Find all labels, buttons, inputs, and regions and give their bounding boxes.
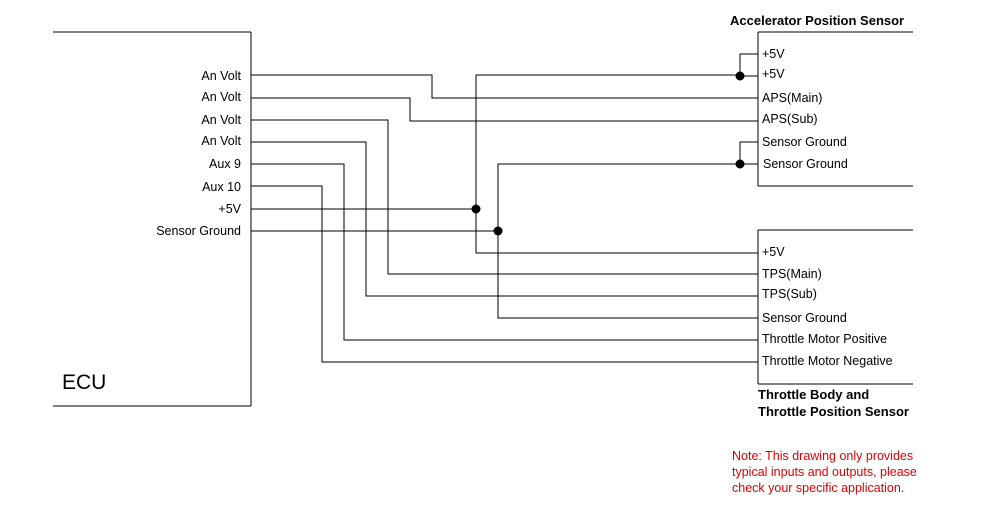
- aps-pin-5v-1: +5V: [762, 47, 785, 61]
- tps-pin-ground: Sensor Ground: [762, 311, 847, 325]
- aps-pin-5v-2: +5V: [762, 67, 785, 81]
- wire-motor-negative: [251, 185, 758, 363]
- tps-pin-motor-positive: Throttle Motor Positive: [762, 332, 887, 346]
- wire-aps-main: [251, 74, 758, 99]
- ecu-pin-5v: +5V: [218, 202, 241, 216]
- wire-5v-bus: [475, 74, 758, 254]
- ecu-pin-sensor-ground: Sensor Ground: [156, 224, 241, 238]
- tps-pin-motor-negative: Throttle Motor Negative: [762, 354, 893, 368]
- ecu-pin-aux-10: Aux 10: [202, 180, 241, 194]
- junctions: [471, 71, 745, 236]
- wire-aps-5v-jumper: [739, 53, 758, 77]
- aps-pin-sub: APS(Sub): [762, 112, 818, 126]
- ecu-pin-an-volt-1: An Volt: [201, 69, 241, 83]
- wire-tps-main: [251, 119, 758, 275]
- tps-pin-main: TPS(Main): [762, 267, 822, 281]
- aps-title: Accelerator Position Sensor: [730, 13, 904, 28]
- wire-motor-positive: [251, 163, 758, 341]
- ecu-pin-an-volt-4: An Volt: [201, 134, 241, 148]
- aps-pin-ground-1: Sensor Ground: [762, 135, 847, 149]
- tps-pin-sub: TPS(Sub): [762, 287, 817, 301]
- wire-aps-sub: [251, 97, 758, 122]
- junction-aps-ground: [735, 159, 745, 169]
- ecu-box: [53, 31, 252, 407]
- aps-pin-main: APS(Main): [762, 91, 822, 105]
- aps-box: [757, 31, 913, 187]
- ecu-pin-an-volt-2: An Volt: [201, 90, 241, 104]
- junction-aps-5v: [735, 71, 745, 81]
- junction-5v-ecu: [471, 204, 481, 214]
- note-line-2: typical inputs and outputs, please: [732, 465, 917, 479]
- tps-pin-5v: +5V: [762, 245, 785, 259]
- wire-ground-bus: [497, 163, 758, 319]
- note-line-1: Note: This drawing only provides: [732, 449, 913, 463]
- tps-title-line1: Throttle Body and: [758, 387, 869, 402]
- ecu-pin-aux-9: Aux 9: [209, 157, 241, 171]
- ecu-label: ECU: [62, 371, 106, 394]
- wires: [251, 53, 758, 363]
- note: Note: This drawing only provides typical…: [732, 449, 917, 495]
- aps-pin-labels: +5V +5V APS(Main) APS(Sub) Sensor Ground…: [762, 47, 848, 171]
- tps-title-line2: Throttle Position Sensor: [758, 404, 909, 419]
- ecu-pin-an-volt-3: An Volt: [201, 113, 241, 127]
- aps-pin-ground-2: Sensor Ground: [763, 157, 848, 171]
- wire-aps-ground-jumper: [739, 141, 758, 165]
- note-line-3: check your specific application.: [732, 481, 904, 495]
- tps-box: [757, 229, 913, 385]
- wire-tps-sub: [251, 141, 758, 297]
- tps-pin-labels: +5V TPS(Main) TPS(Sub) Sensor Ground Thr…: [762, 245, 893, 368]
- junction-ground-ecu: [493, 226, 503, 236]
- ecu-pin-labels: An Volt An Volt An Volt An Volt Aux 9 Au…: [156, 69, 241, 238]
